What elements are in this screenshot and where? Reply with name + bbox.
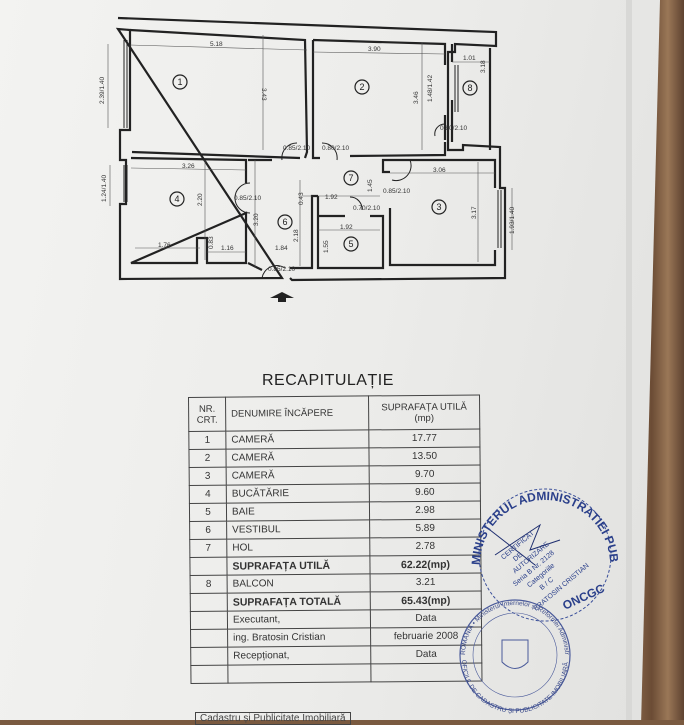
dimension-label: 3.18 (480, 60, 487, 73)
dimension-label: 3.17 (471, 206, 478, 219)
authorization-stamp: MINISTERUL ADMINISTRATIEI PUBLICE ONCGC … (440, 470, 621, 622)
room-marker-5: 5 (343, 236, 359, 252)
row-nr: 2 (188, 449, 227, 468)
row-nr: 4 (189, 485, 227, 504)
row-nr: 8 (190, 575, 228, 594)
empty-row (190, 662, 482, 684)
entrance-arrow-icon (270, 292, 294, 302)
received-label: Recepționat, (227, 645, 371, 666)
stamp-ring-text: MINISTERUL ADMINISTRATIEI PUBLICE (440, 470, 621, 565)
door-label: 0.70/2.10 (353, 205, 380, 212)
dimension-label: 3.20 (253, 213, 260, 226)
outer-wall (115, 16, 507, 282)
total-area-label: SUPRAFAȚA TOTALĂ (227, 591, 371, 612)
wall-room-2 (311, 38, 447, 160)
dimension-label: 2.18 (293, 229, 300, 242)
dimension-label: 3.43 (260, 88, 267, 101)
page-edge (626, 0, 632, 720)
dimension-label: 1.45 (367, 179, 374, 192)
svg-text:4: 4 (174, 194, 179, 204)
dimension-lines (107, 35, 513, 268)
recap-table: NR. CRT. DENUMIRE ÎNCĂPERE SUPRAFAȚA UTI… (188, 394, 482, 684)
dimension-label: 3.46 (413, 91, 420, 104)
dimension-label: 1.84 (275, 245, 288, 252)
row-name: HOL (226, 537, 370, 558)
row-name: CAMERĂ (225, 447, 370, 468)
dimension-label: 1.76 (158, 242, 171, 249)
room-marker-3: 3 (431, 199, 447, 215)
dimension-label: 1.01 (463, 55, 476, 62)
wall-room-5 (316, 196, 385, 270)
dimension-label: 1.16 (221, 245, 234, 252)
row-nr: 7 (189, 539, 227, 558)
svg-text:7: 7 (348, 173, 353, 183)
dimension-label: 3.90 (368, 46, 381, 53)
svg-text:6: 6 (282, 217, 287, 227)
useful-area-label: SUPRAFAȚA UTILĂ (226, 555, 371, 576)
dimension-label: 1.92 (340, 224, 353, 231)
door-arc (234, 123, 446, 279)
dimension-label: 1.92 (325, 194, 338, 201)
row-nr: 1 (188, 431, 226, 450)
table-header-row: NR. CRT. DENUMIRE ÎNCĂPERE SUPRAFAȚA UTI… (188, 394, 480, 432)
wall-room-4 (130, 156, 248, 265)
wall-room-3 (381, 158, 497, 267)
svg-text:1: 1 (177, 77, 182, 87)
room-marker-1: 1 (172, 74, 188, 90)
door-label: 0.80/2.10 (440, 125, 467, 132)
row-nr: 3 (189, 467, 227, 486)
door-label: 0.85/2.10 (283, 145, 310, 152)
dimension-label: 0.43 (298, 192, 305, 205)
door-label: 0.85/2.10 (383, 188, 410, 195)
dimension-label: 1.48/1.42 (427, 75, 434, 102)
dimension-label: 1.93/1.40 (509, 207, 516, 234)
row-nr: 6 (189, 521, 227, 540)
dimension-label: 1.24/1.40 (101, 175, 108, 202)
room-marker-2: 2 (354, 79, 370, 95)
coat-of-arms-icon (501, 639, 529, 669)
row-name: CAMERĂ (225, 429, 369, 450)
dimension-label: 5.18 (210, 41, 223, 48)
row-nr: 5 (189, 503, 227, 522)
wall-balcony (450, 44, 492, 150)
dimension-label: 3.06 (433, 167, 446, 174)
svg-text:2: 2 (359, 82, 364, 92)
row-name: CAMERĂ (226, 465, 370, 486)
dimension-label: 1.55 (323, 240, 330, 253)
svg-text:MINISTERUL ADMINISTRATIEI PUBL: MINISTERUL ADMINISTRATIEI PUBLICE (440, 470, 621, 565)
stamps: MINISTERUL ADMINISTRATIEI PUBLICE ONCGC … (440, 470, 621, 715)
row-name: BALCON (227, 573, 371, 594)
svg-text:3: 3 (436, 202, 441, 212)
svg-text:5: 5 (348, 239, 353, 249)
wall-room-1 (129, 28, 309, 160)
signature (489, 523, 561, 566)
row-name: BAIE (226, 501, 370, 522)
row-area: 13.50 (368, 446, 481, 466)
executant-name: ing. Bratosin Cristian (227, 627, 371, 648)
door-label: 0.85/2.10 (234, 195, 261, 202)
dimension-label: 2.39/1.40 (99, 77, 106, 104)
door-label: 0.80/2.10 (322, 145, 349, 152)
svg-text:8: 8 (467, 83, 472, 93)
room-marker-6: 6 (277, 214, 293, 230)
row-name: VESTIBUL (226, 519, 370, 540)
room-marker-4: 4 (169, 191, 185, 207)
dimension-label: 2.20 (197, 193, 204, 206)
footer-note: Cadastru și Publicitate Imobiliară (195, 712, 351, 725)
header-area: SUPRAFAȚA UTILĂ (mp) (368, 394, 480, 430)
row-area: 17.77 (368, 428, 480, 448)
executant-label: Executant, (227, 609, 371, 630)
dimension-label: 3.26 (182, 163, 195, 170)
room-marker-7: 7 (343, 170, 359, 186)
header-name: DENUMIRE ÎNCĂPERE (225, 395, 369, 432)
dimension-label: 0.83 (208, 236, 215, 249)
header-nr: NR. CRT. (188, 397, 226, 432)
door-label: 0.85/2.10 (268, 266, 295, 273)
room-marker-8: 8 (462, 80, 478, 96)
recap-title: RECAPITULAȚIE (262, 372, 394, 389)
window (123, 40, 502, 248)
stamp-line: DE (512, 551, 524, 563)
row-name: BUCĂTĂRIE (226, 483, 370, 504)
